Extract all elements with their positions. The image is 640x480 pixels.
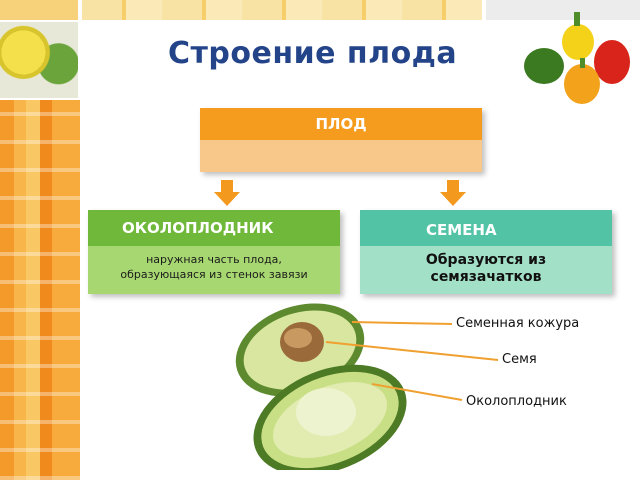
fruit-photo-decoration (0, 22, 78, 98)
seeds-description-line: Образуются из (425, 252, 547, 268)
avocado-illustration (235, 303, 407, 470)
decorative-plaid-band (0, 100, 80, 480)
arrow-down-icon (440, 180, 466, 206)
decorative-top-stripe (0, 0, 78, 20)
pericarp-description-line: наружная часть плода, (146, 253, 282, 266)
label-pericarp: Околоплодник (466, 394, 567, 409)
seeds-box: СЕМЕНА Образуются из семязачатков (360, 210, 612, 294)
fruit-box: ПЛОД (200, 108, 482, 172)
decorative-top-stripe (486, 0, 640, 20)
seeds-description: Образуются из семязачатков (360, 246, 612, 286)
fruit-box-label: ПЛОД (200, 108, 482, 140)
pericarp-description-line: образующаяся из стенок завязи (120, 268, 308, 281)
pericarp-box: ОКОЛОПЛОДНИК наружная часть плода, образ… (88, 210, 340, 294)
pericarp-description: наружная часть плода, образующаяся из ст… (88, 246, 340, 282)
page-title: Строение плода (168, 36, 458, 71)
seeds-description-line: семязачатков (430, 269, 542, 285)
peppers-illustration (524, 12, 630, 104)
decorative-top-stripe (82, 0, 482, 20)
pericarp-box-label: ОКОЛОПЛОДНИК (88, 210, 340, 246)
arrow-down-icon (214, 180, 240, 206)
label-seed-coat: Семенная кожура (456, 316, 580, 331)
label-seed: Семя (502, 352, 537, 367)
seeds-box-label: СЕМЕНА (360, 210, 612, 246)
